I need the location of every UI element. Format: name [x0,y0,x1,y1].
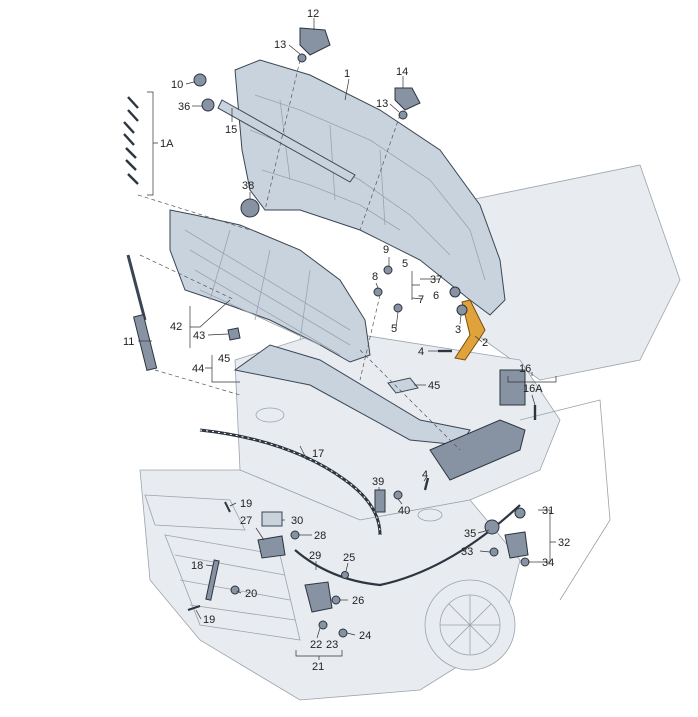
callout-1: 1 [344,68,350,80]
callout-4-upper: 4 [418,346,424,358]
callout-4-lower: 4 [422,469,428,481]
callout-23: 23 [326,639,338,651]
callout-11: 11 [123,336,134,348]
gas-strut [126,254,158,371]
callout-16: 16 [519,363,531,375]
cowl-seal [233,344,471,446]
callout-20: 20 [245,588,257,600]
callout-22: 22 [310,639,322,651]
callout-9: 9 [383,244,389,256]
callout-30: 30 [291,515,303,527]
assembly-guide-lines [137,59,461,451]
callout-28: 28 [314,530,326,542]
callout-3: 3 [455,324,461,336]
callout-13-right: 13 [376,98,388,110]
hardware-parts [123,27,537,638]
callout-26: 26 [352,595,364,607]
callout-6: 6 [433,290,439,302]
callout-32: 32 [558,537,570,549]
callout-31: 31 [542,505,554,517]
leader-lines [138,18,557,660]
callout-42: 42 [170,321,182,333]
callout-8: 8 [372,271,378,283]
callout-7: 7 [418,294,424,306]
callout-labels: 12 13 1 14 13 10 36 15 1A 38 11 42 43 45… [123,8,570,673]
callout-40: 40 [398,505,410,517]
callout-1a: 1A [160,138,174,150]
callout-19-lower: 19 [203,614,215,626]
callout-15: 15 [225,124,237,136]
callout-25: 25 [343,552,355,564]
callout-12: 12 [307,8,319,20]
callout-18: 18 [191,560,203,572]
callout-13-top: 13 [274,39,286,51]
hood-insulation [169,209,371,363]
air-intake-duct [429,369,526,481]
callout-38: 38 [242,180,254,192]
callout-21: 21 [312,661,324,673]
callout-16a: 16A [523,383,543,395]
callout-24: 24 [359,630,371,642]
callout-5-lower: 5 [391,323,397,335]
callout-45-left: 45 [218,353,230,365]
callout-5-upper: 5 [402,258,408,270]
callout-45-center: 45 [428,380,440,392]
callout-39: 39 [372,476,384,488]
callout-33: 33 [461,546,473,558]
callout-29: 29 [309,550,321,562]
release-cable [199,428,521,587]
callout-36: 36 [178,101,190,113]
callout-44: 44 [192,363,204,375]
callout-37: 37 [430,274,442,286]
callout-10: 10 [171,79,183,91]
callout-17: 17 [312,448,324,460]
callout-35: 35 [464,528,476,540]
callout-2: 2 [482,337,488,349]
callout-43: 43 [193,330,205,342]
hood-hinge-highlight [454,299,486,361]
callout-34: 34 [542,557,554,569]
callout-19-upper: 19 [240,498,252,510]
callout-27: 27 [240,515,252,527]
callout-14: 14 [396,66,408,78]
